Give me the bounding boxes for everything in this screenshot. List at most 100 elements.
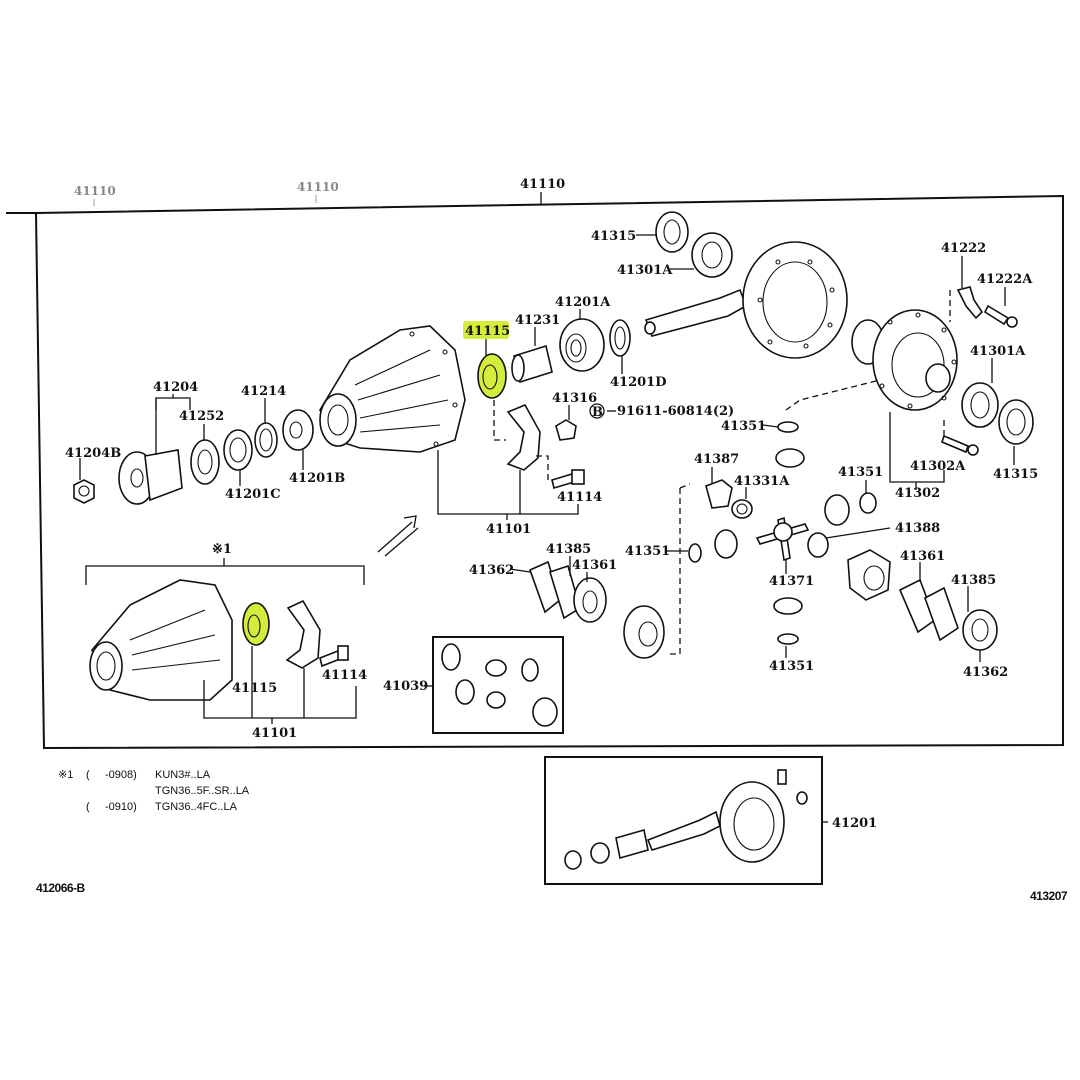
label-41315-right[interactable]: 41315 [993, 467, 1038, 482]
label-41101-top[interactable]: 41101 [486, 522, 531, 537]
part-clutch-plate-stack-right[interactable] [898, 578, 998, 651]
label-41385-right[interactable]: 41385 [951, 573, 996, 588]
footnote-mark: ※1 [58, 769, 73, 781]
part-41302A-bolt[interactable] [941, 434, 979, 456]
part-side-gear-cone[interactable] [824, 494, 850, 526]
part-41115-oil-seal-top[interactable] [477, 353, 507, 399]
label-41371[interactable]: 41371 [769, 574, 814, 589]
part-41201C-bearing[interactable] [223, 429, 253, 471]
label-41315-top[interactable]: 41315 [591, 229, 636, 244]
label-41301A-right[interactable]: 41301A [970, 344, 1026, 359]
part-41331A-spring[interactable] [731, 499, 753, 519]
label-41101-bottom[interactable]: 41101 [252, 726, 297, 741]
part-41387-plate[interactable] [705, 479, 733, 509]
part-41114-cap-bolt-bottom[interactable] [319, 645, 349, 668]
label-41362-left[interactable]: 41362 [469, 563, 514, 578]
part-41315-bearing-cone-right[interactable] [998, 399, 1034, 445]
label-41387[interactable]: 41387 [694, 452, 739, 467]
part-41101-bearing-cap-variant[interactable] [285, 599, 321, 669]
kit-box-41039 [432, 636, 564, 734]
ref-label-41110-faint-2: 41110 [297, 180, 339, 194]
label-41114-top[interactable]: 41114 [557, 490, 602, 505]
ref-label-41110-faint-1: 41110 [74, 184, 116, 198]
label-41351-d[interactable]: 41351 [769, 659, 814, 674]
label-41302[interactable]: 41302 [895, 486, 940, 501]
label-41231[interactable]: 41231 [515, 313, 560, 328]
main-frame [6, 194, 1064, 750]
label-41362-right[interactable]: 41362 [963, 665, 1008, 680]
part-41316-clip[interactable] [555, 419, 577, 441]
footnote-models-2: TGN36..5F..SR..LA [155, 785, 250, 797]
figure-code-left: 412066-B [36, 881, 86, 895]
part-side-gear-left[interactable] [623, 605, 665, 659]
label-41331A[interactable]: 41331A [734, 474, 790, 489]
part-41351-thrust-washer-b[interactable] [859, 492, 877, 514]
part-41302-differential-case[interactable] [851, 309, 958, 411]
part-41201B-bearing[interactable] [282, 409, 314, 451]
footnote-models-3: TGN36..4FC..LA [155, 801, 238, 813]
part-41114-cap-bolt-top[interactable] [551, 469, 585, 490]
label-41316[interactable]: 41316 [552, 391, 597, 406]
label-41222[interactable]: 41222 [941, 241, 986, 256]
label-41114-bottom[interactable]: 41114 [322, 668, 367, 683]
part-41351-thrust-washer-c[interactable] [688, 543, 702, 563]
part-41315-bearing-cone-top[interactable] [655, 211, 689, 253]
label-41222A[interactable]: 41222A [977, 272, 1033, 287]
part-41204-flange[interactable] [118, 449, 183, 505]
footnote-models-1: KUN3#..LA [155, 769, 211, 781]
label-41302A[interactable]: 41302A [910, 459, 966, 474]
part-41101-bearing-cap[interactable] [506, 403, 541, 471]
part-41222A-bolt[interactable] [983, 304, 1018, 328]
part-41110-carrier-housing[interactable] [319, 325, 466, 453]
part-ring-gear-pinion[interactable] [644, 241, 848, 359]
footnote-range-1: ( -0908) [86, 769, 137, 781]
part-41371-spider-shaft[interactable] [755, 516, 810, 562]
label-41201D[interactable]: 41201D [610, 375, 667, 390]
label-41351-c[interactable]: 41351 [625, 544, 670, 559]
label-91611-60814[interactable]: 91611-60814(2) [617, 404, 734, 419]
part-41351-thrust-washer-a[interactable] [777, 421, 799, 433]
label-41351-a[interactable]: 41351 [721, 419, 766, 434]
part-41039-gear-kit[interactable] [441, 643, 558, 727]
label-41204B[interactable]: 41204B [65, 446, 121, 461]
part-41201-gear-set[interactable] [564, 769, 808, 870]
part-41301A-bearing-cup-right[interactable] [961, 382, 999, 428]
label-41385-left[interactable]: 41385 [546, 542, 591, 557]
label-41301A-top[interactable]: 41301A [617, 263, 673, 278]
part-clutch-plate-stack-left[interactable] [528, 560, 607, 623]
label-41351-b[interactable]: 41351 [838, 465, 883, 480]
part-pinion-gear-left[interactable] [714, 529, 738, 559]
part-41214-washer[interactable] [254, 422, 278, 458]
label-41361-left[interactable]: 41361 [572, 558, 617, 573]
label-41204[interactable]: 41204 [153, 380, 198, 395]
label-41115-top[interactable]: 41115 [465, 324, 510, 339]
footnote-range-3: ( -0910) [86, 801, 137, 813]
part-41351-thrust-washer-d[interactable] [777, 633, 799, 645]
part-41301A-bearing-cup-top[interactable] [691, 232, 733, 278]
part-41110-carrier-housing-variant[interactable] [89, 579, 233, 701]
part-41201A-bearing[interactable] [559, 318, 605, 372]
part-side-gear-right[interactable] [847, 549, 891, 601]
part-41388-pin[interactable] [807, 532, 829, 558]
label-41201[interactable]: 41201 [832, 816, 877, 831]
part-41201D-shim[interactable] [609, 319, 631, 357]
label-41252[interactable]: 41252 [179, 409, 224, 424]
label-41201C[interactable]: 41201C [225, 487, 281, 502]
part-41115-oil-seal-bottom[interactable] [242, 602, 270, 646]
part-41252-seal[interactable] [190, 439, 220, 485]
direction-arrow-icon [377, 515, 417, 553]
label-41201B[interactable]: 41201B [289, 471, 345, 486]
part-41231-spacer[interactable] [511, 344, 553, 384]
label-41388[interactable]: 41388 [895, 521, 940, 536]
part-41204B-nut[interactable] [73, 479, 95, 504]
part-pinion-gear-bottom[interactable] [773, 597, 803, 615]
label-41214[interactable]: 41214 [241, 384, 286, 399]
label-41201A[interactable]: 41201A [555, 295, 611, 310]
label-41039[interactable]: 41039 [383, 679, 428, 694]
label-41115-bottom[interactable]: 41115 [232, 681, 277, 696]
highlight-41115-label-top [463, 321, 509, 339]
part-pinion-gear-top[interactable] [775, 448, 805, 468]
label-41361-right[interactable]: 41361 [900, 549, 945, 564]
part-41222-lock-plate[interactable] [956, 286, 984, 320]
